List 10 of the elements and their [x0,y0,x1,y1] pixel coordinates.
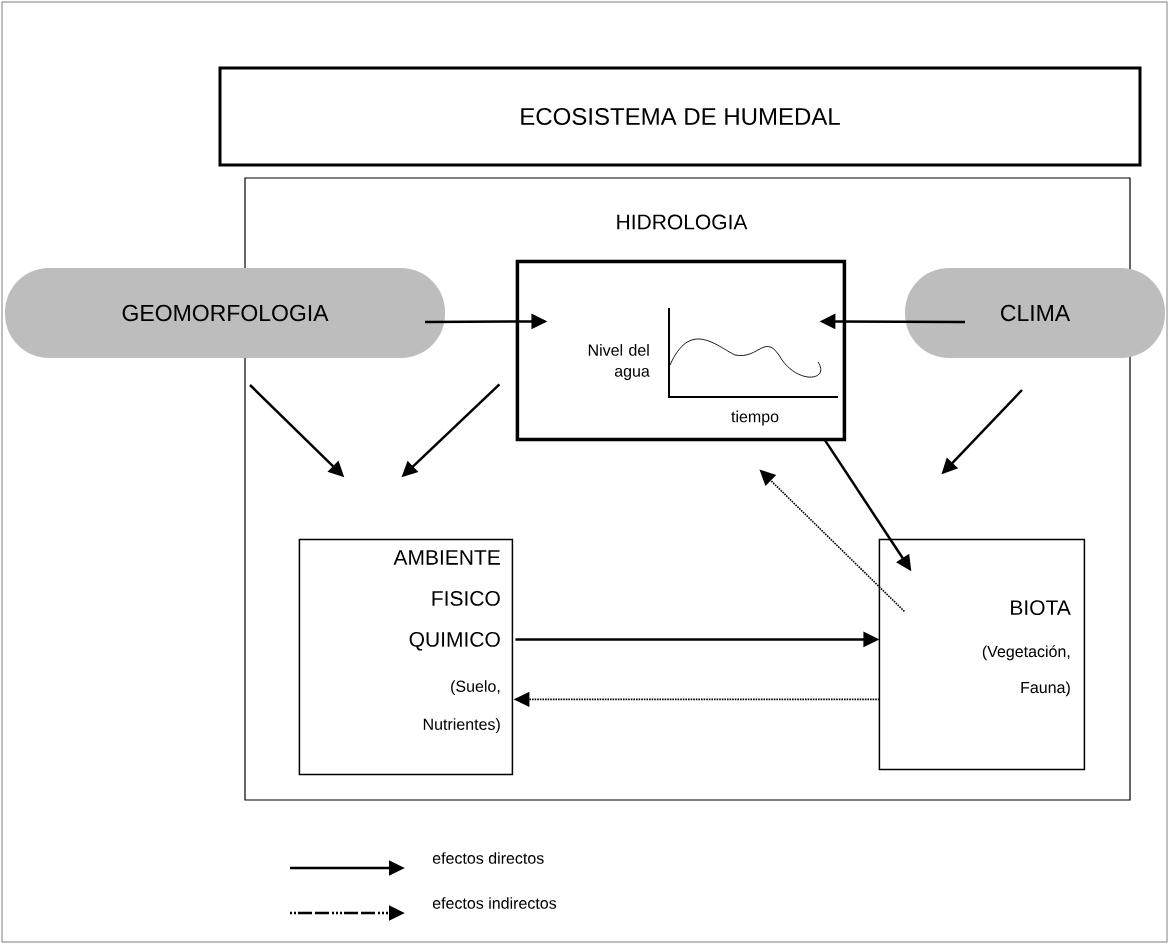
arrow [759,469,906,613]
legend-label: efectos directos [432,852,544,864]
title-box: ECOSISTEMA DE HUMEDAL [218,66,1142,167]
hydrology-box: HIDROLOGIA Nivel del agua tiempo [515,214,847,442]
biota-box: BIOTA (Vegetación, Fauna) [878,538,1086,771]
environment-box: AMBIENTE FISICO QUIMICO (Suelo, Nutrientes) [298,538,514,776]
legend-label: efectos indirectos [432,897,557,909]
factor-pill: GEOMORFOLOGIA [5,268,445,358]
node-label: HIDROLOGIA [617,214,748,230]
factor-pill: CLIMA [905,268,1165,358]
